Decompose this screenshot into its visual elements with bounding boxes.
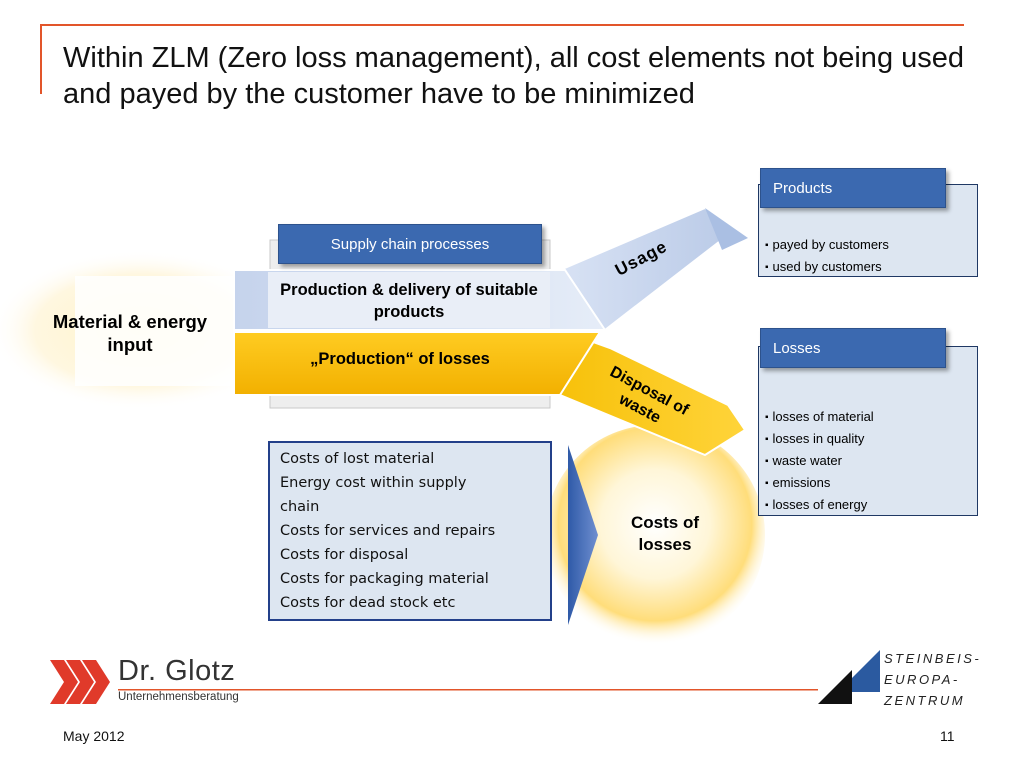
losses-row-label: „Production“ of losses [310,350,490,368]
steinbeis-line: ZENTRUM [884,693,966,708]
losses-item: losses of energy [765,495,874,517]
products-item: payed by customers [765,235,889,257]
losses-item: losses of material [765,407,874,429]
cost-item: Costs for dead stock etc [280,595,456,611]
cost-item: Costs for services and repairs [280,523,496,539]
losses-row [233,331,602,396]
steinbeis-line: STEINBEIS- [884,651,982,666]
products-header: Products [760,168,946,208]
costs-of-losses-label: Costs of losses [631,513,699,554]
cost-item: Costs of lost material [280,451,435,467]
cost-item: Energy cost within supply [280,475,467,491]
page-number: 11 [940,728,955,744]
steinbeis-logo-text: STEINBEIS- EUROPA- ZENTRUM [884,648,981,711]
losses-card: losses of material losses in quality was… [758,346,978,516]
cost-item: Costs for packaging material [280,571,489,587]
production-inner [268,272,550,328]
glotz-logo-name: Dr. Glotz [118,655,236,687]
title-accent-bar [40,24,42,94]
supply-chain-header: Supply chain processes [278,224,542,264]
steinbeis-line: EUROPA- [884,672,960,687]
cost-item: Costs for disposal [280,547,409,563]
losses-item: waste water [765,451,874,473]
products-header-label: Products [773,179,833,197]
cost-item: chain [280,499,320,515]
footer-date: May 2012 [63,728,125,744]
production-row-label: Production & delivery of suitable produc… [280,281,538,321]
steinbeis-logo-icon [818,650,880,704]
products-item: used by customers [765,257,889,279]
glotz-chevron-icon [50,660,110,704]
footer-rule-right [268,689,823,691]
costs-glow [545,425,765,645]
costs-list-card: Costs of lost material Energy cost withi… [268,441,552,621]
products-list: payed by customers used by customers [765,235,889,279]
losses-item: losses in quality [765,429,874,451]
supply-chain-header-label: Supply chain processes [330,235,490,253]
losses-list: losses of material losses in quality was… [765,407,874,517]
usage-arrow-head [705,208,748,250]
input-block [75,276,235,386]
top-accent-line [40,24,964,26]
losses-header-label: Losses [773,339,821,357]
losses-header: Losses [760,328,946,368]
footer-rule-left [118,689,268,691]
glotz-logo-sub: Unternehmensberatung [118,691,239,703]
losses-item: emissions [765,473,874,495]
slide-title: Within ZLM (Zero loss management), all c… [63,42,965,110]
pointer-arrow [568,445,598,625]
material-energy-input-label: Material & energy input [52,311,208,355]
